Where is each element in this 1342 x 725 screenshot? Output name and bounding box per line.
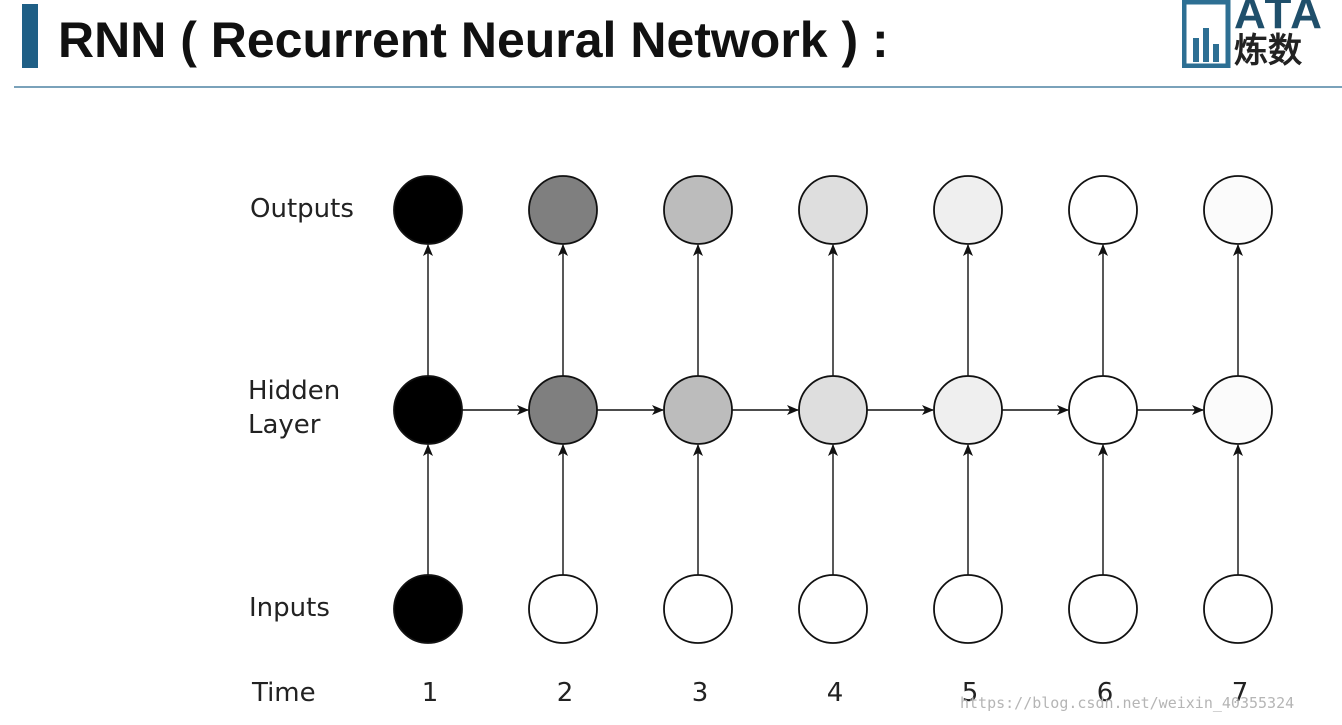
title-divider [14,86,1342,88]
hidden-node-4 [798,375,868,445]
output-node-7 [1203,175,1273,245]
input-node-3 [663,574,733,644]
output-node-5 [933,175,1003,245]
hidden-node-6 [1068,375,1138,445]
input-node-4 [798,574,868,644]
edges-group [423,244,1243,575]
time-step-label: 3 [691,678,709,708]
logo-text-bottom: 炼数 [1234,31,1302,71]
logo-text-top: ATA [1234,0,1324,38]
time-step-label: 7 [1231,678,1249,708]
time-step-label: 1 [421,678,439,708]
row-label-inputs: Inputs [249,593,330,623]
nodes-group [393,175,1273,644]
row-label-time: Time [252,678,316,708]
output-node-2 [528,175,598,245]
output-node-6 [1068,175,1138,245]
row-label-hidden: Hidden [248,376,341,406]
input-node-6 [1068,574,1138,644]
input-node-2 [528,574,598,644]
time-step-label: 6 [1096,678,1114,708]
output-node-4 [798,175,868,245]
hidden-node-3 [663,375,733,445]
watermark: https://blog.csdn.net/weixin_40355324 [960,694,1295,712]
hidden-node-7 [1203,375,1273,445]
output-node-3 [663,175,733,245]
input-node-5 [933,574,1003,644]
logo-chart-icon [1182,0,1231,68]
input-node-7 [1203,574,1273,644]
row-label-outputs: Outputs [250,194,354,224]
logo: ATA 炼数 [1178,0,1342,72]
time-step-label: 5 [961,678,979,708]
hidden-node-2 [528,375,598,445]
page-title: RNN ( Recurrent Neural Network ) : [58,12,889,68]
time-step-label: 2 [556,678,574,708]
hidden-node-1 [393,375,463,445]
input-node-1 [393,574,463,644]
time-step-label: 4 [826,678,844,708]
hidden-node-5 [933,375,1003,445]
title-accent-bar [22,4,38,68]
row-label-layer: Layer [248,410,321,440]
output-node-1 [393,175,463,245]
